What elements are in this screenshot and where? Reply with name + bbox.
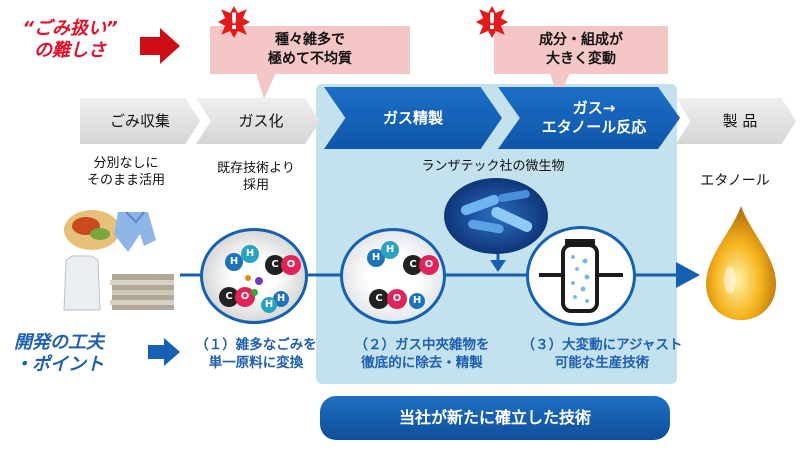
callout-pointer-2: [550, 73, 570, 99]
red-arrow-icon: [140, 28, 180, 64]
hydrogen-atom: H: [241, 245, 259, 263]
step-label: ガス化: [238, 111, 284, 130]
step-gasification: ガス化: [196, 98, 320, 144]
step-ethanol-reaction: ガス→ エタノール反応: [498, 87, 680, 149]
microbe-label: ランザテック社の微生物: [421, 159, 565, 174]
gasification-molecule-circle: H H C O C O H H: [200, 228, 308, 324]
hydrogen-atom: H: [273, 291, 289, 307]
waste-pile-image: [63, 210, 174, 311]
callout-pointer-1: [256, 73, 276, 99]
hydrogen-atom: H: [409, 293, 425, 309]
established-technology-banner: 当社が新たに確立した技術: [320, 396, 670, 440]
impurity-dot: [245, 275, 251, 281]
step-gas-purification: ガス精製: [324, 87, 502, 149]
oxygen-atom: O: [387, 289, 407, 309]
warning-burst-icon: !: [476, 6, 508, 38]
sorting-label: 分別なしに そのまま活用: [86, 156, 165, 188]
carbon-atom: C: [369, 289, 389, 309]
carbon-atom: C: [403, 255, 423, 275]
step-label: ガス精製: [382, 108, 443, 127]
carbon-atom: C: [219, 287, 239, 307]
callout-heterogeneous: 種々雑多で 極めて不均質: [210, 26, 410, 74]
callout-variation: 成分・組成が 大きく変動: [494, 26, 668, 74]
impurity-dot: [251, 289, 258, 296]
oxygen-atom: O: [419, 255, 439, 275]
bioreactor-circle: [526, 226, 636, 326]
step-label: 製 品: [722, 111, 758, 130]
purification-molecule-circle: H H C O C O H: [340, 228, 446, 324]
hydrogen-atom: H: [225, 253, 243, 271]
innovation-point-3: （３）大変動にアジャスト 可能な生産技術: [521, 337, 683, 371]
step-waste-collection: ごみ収集: [80, 98, 200, 144]
innovation-point-1: （１）雑多なごみを 単一原料に変換: [195, 337, 317, 371]
innovation-point-2: （２）ガス中夾雑物を 徹底的に除去・精製: [354, 337, 490, 371]
ethanol-label: エタノール: [700, 173, 770, 189]
innovation-title: 開発の工夫 ・ポイント: [14, 332, 104, 375]
step-label: ガス→ エタノール反応: [541, 99, 647, 136]
hydrogen-atom: H: [367, 249, 385, 267]
blue-arrow-icon: [148, 338, 180, 366]
carbon-atom: C: [265, 255, 285, 275]
oxygen-atom: O: [235, 287, 255, 307]
oxygen-atom: O: [281, 255, 301, 275]
bioreactor-icon: [539, 239, 623, 313]
hydrogen-atom: H: [381, 241, 399, 259]
difficulty-title: “ごみ扱い” の難しさ: [22, 18, 118, 61]
existing-tech-label: 既存技術より 採用: [217, 161, 295, 193]
impurity-dot: [255, 277, 263, 285]
ethanol-drop-icon: [706, 206, 776, 320]
step-label: ごみ収集: [109, 111, 170, 130]
hydrogen-atom: H: [261, 297, 277, 313]
warning-burst-icon: !: [218, 6, 250, 38]
step-product: 製 品: [676, 98, 796, 144]
microbe-image: [444, 178, 548, 254]
